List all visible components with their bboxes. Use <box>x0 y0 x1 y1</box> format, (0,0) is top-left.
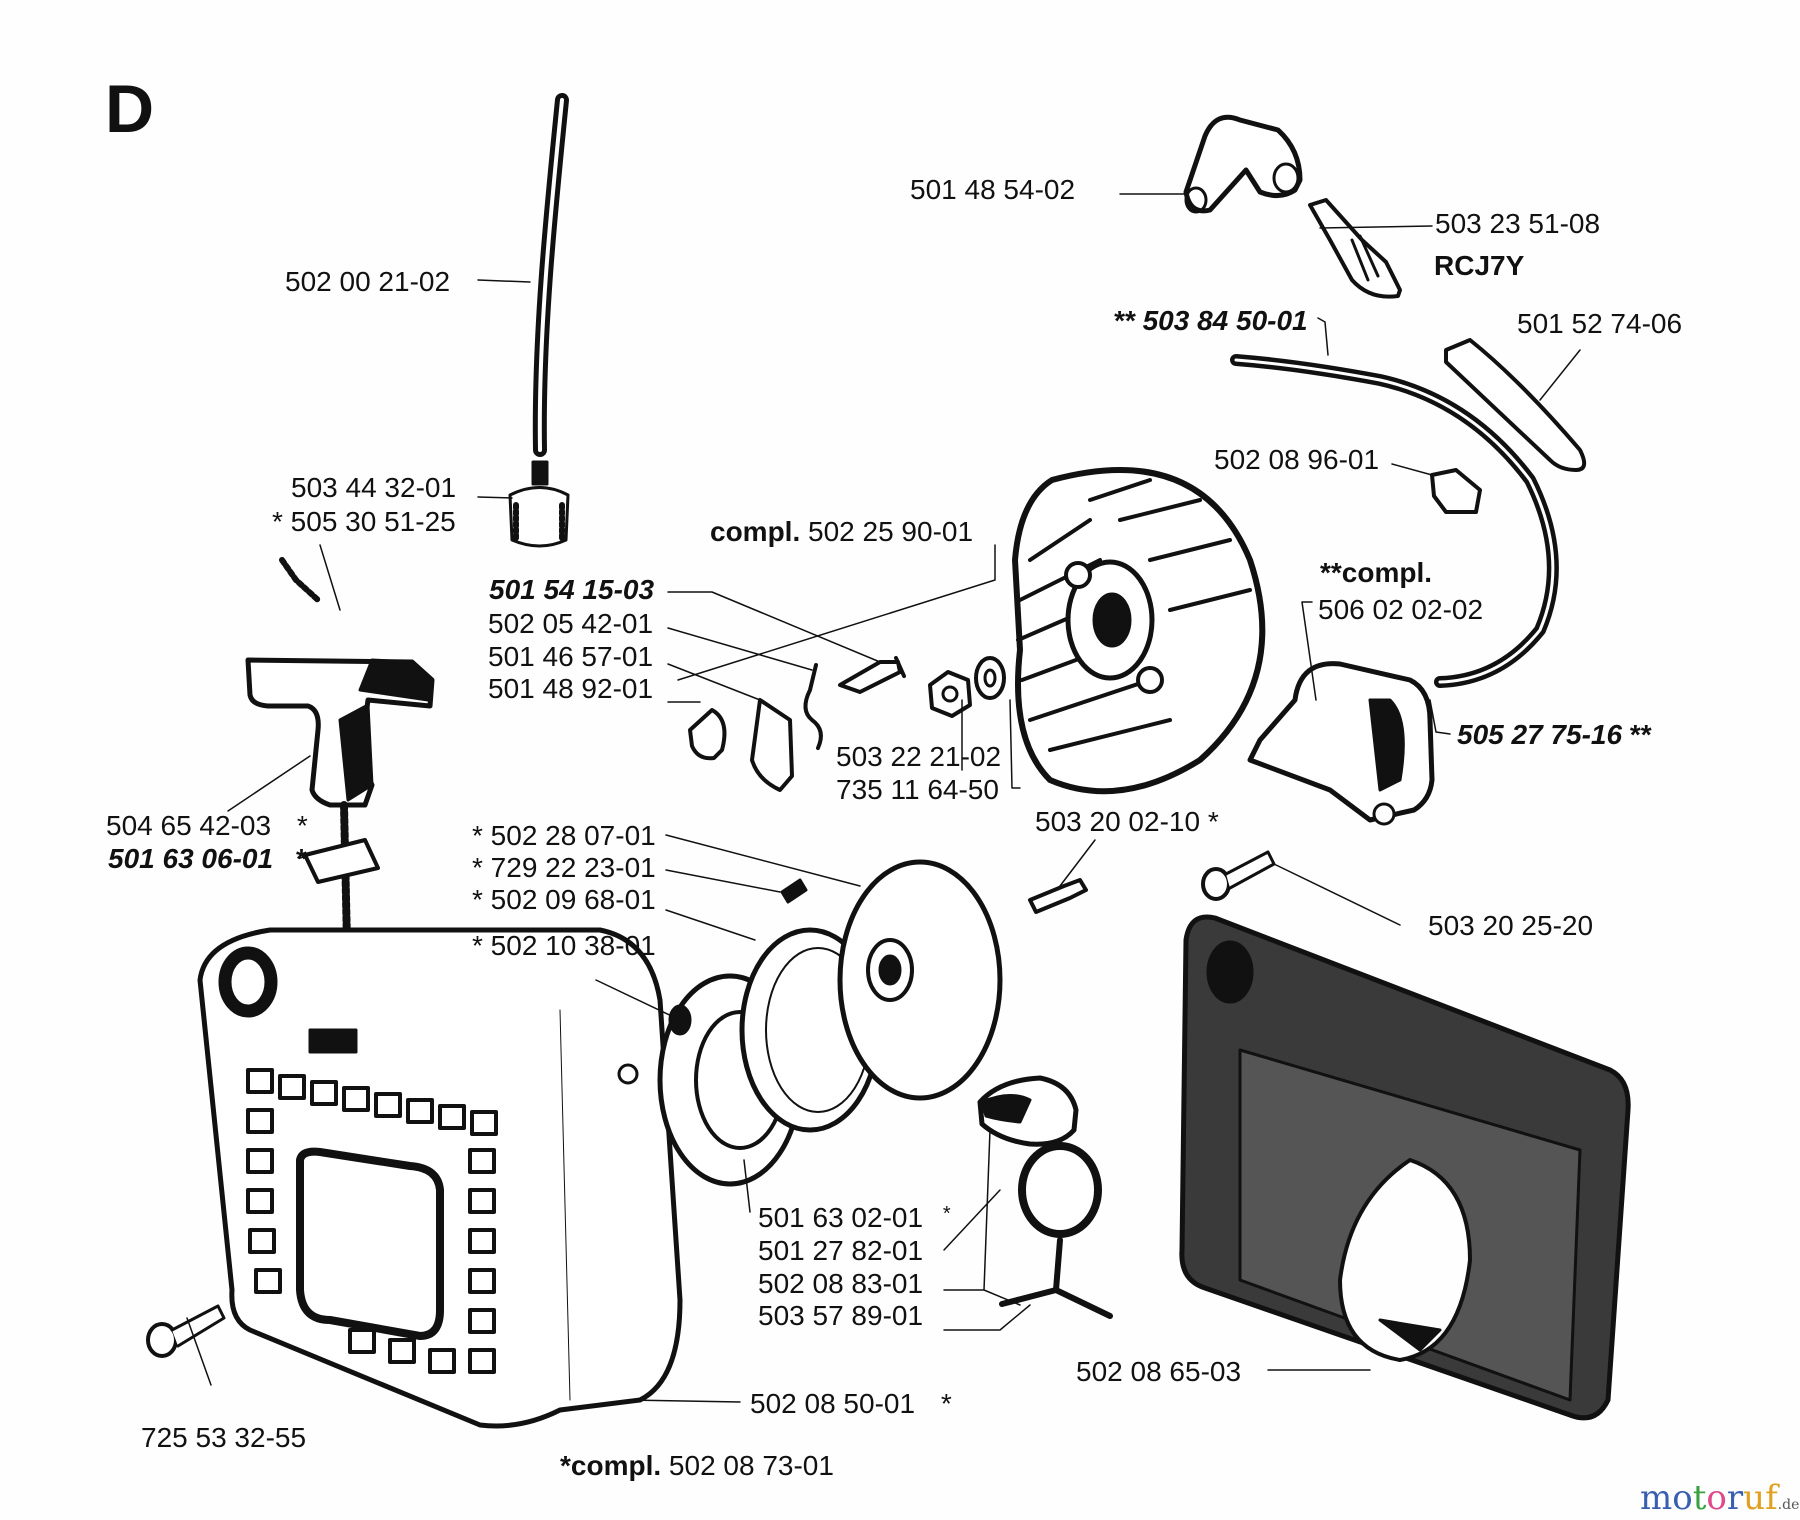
fuel-filter-drawing <box>508 460 570 548</box>
label-cylinder-cover: 502 08 65-03 <box>1076 1356 1242 1387</box>
spark-plug-drawing <box>1308 198 1402 299</box>
label-flywheel-compl: compl. 502 25 90-01 <box>710 518 973 546</box>
label-ht-lead: ** 503 84 50-01 <box>1113 305 1308 336</box>
label-spark-plug-type: RCJ7Y <box>1434 250 1525 281</box>
label-fuel-filter: 503 44 32-01 <box>291 472 457 503</box>
label-pawl-bolt: 501 54 15-03 <box>489 574 655 605</box>
pulley-screw-drawing <box>780 878 808 904</box>
label-spark-plug: 503 23 51-08 <box>1435 208 1601 239</box>
label-tank-cap: 502 08 83-01 <box>758 1268 924 1299</box>
plug-cap-drawing <box>1183 114 1303 214</box>
compl-number: 502 25 90-01 <box>808 516 974 547</box>
starter-housing-number: 502 08 50-01 <box>750 1388 916 1419</box>
label-washer: 735 11 64-50 <box>836 774 999 805</box>
ignition-cable-suffix: ** <box>1629 719 1652 750</box>
flywheel-drawing <box>1012 467 1266 795</box>
label-ignition-compl: **compl. <box>1320 557 1433 588</box>
label-rope: 501 63 02-01 * <box>758 1204 951 1232</box>
label-module-screw: 503 20 25-20 <box>1428 910 1594 941</box>
label-fuel-filter-alt: * 505 30 51-25 <box>272 506 456 537</box>
sleeve-drawing <box>1444 338 1587 472</box>
label-pulley-screw: * 729 22 23-01 <box>472 852 656 883</box>
watermark-logo: motoruf.de <box>1640 1478 1799 1518</box>
watermark-letter: o <box>1672 1478 1693 1518</box>
ignition-cable-number: 505 27 75-16 <box>1457 719 1623 750</box>
starter-pulley-drawing <box>837 859 1003 1101</box>
watermark-letter: u <box>1743 1478 1766 1518</box>
rope-guide-number: 501 63 06-01 <box>108 843 274 874</box>
label-pawl-spring: 502 05 42-01 <box>488 608 654 639</box>
watermark-letter: m <box>1640 1478 1673 1518</box>
handle-suffix: * <box>296 810 308 841</box>
label-pawl: 501 46 57-01 <box>488 641 654 672</box>
section-letter: D <box>105 71 155 147</box>
label-spring-2: * 502 10 38-01 <box>472 930 656 961</box>
screw-suffix: * <box>1207 806 1219 837</box>
starter-housing-suffix: * <box>940 1388 952 1419</box>
pawl-parts-drawing <box>688 656 906 792</box>
screw-number: 503 20 02-10 <box>1035 806 1201 837</box>
rope-suffix: * <box>942 1203 951 1225</box>
label-spring-1: * 502 09 68-01 <box>472 884 656 915</box>
screw-drawing <box>1028 878 1088 914</box>
label-plug-cap: 501 48 54-02 <box>910 174 1076 205</box>
rope-number: 501 63 02-01 <box>758 1202 924 1233</box>
label-starter-housing: 502 08 50-01 * <box>750 1390 952 1418</box>
module-screw-drawing <box>1201 850 1276 901</box>
starter-handle-drawing <box>245 557 435 994</box>
compl-prefix: compl. <box>710 516 801 547</box>
label-cap-ring: 501 27 82-01 <box>758 1235 924 1266</box>
fuel-hose-drawing <box>532 93 569 457</box>
label-nut: 503 22 21-02 <box>836 741 1002 772</box>
nut-washer-drawing <box>928 656 1006 718</box>
starter-screw-drawing <box>146 1304 226 1358</box>
rope-guide-suffix: * <box>294 843 306 874</box>
lead-clip-drawing <box>1430 468 1482 514</box>
starter-housing-drawing <box>197 927 683 1429</box>
watermark-letter: r <box>1726 1478 1744 1518</box>
label-fuel-hose: 502 00 21-02 <box>285 266 451 297</box>
watermark-domain: .de <box>1777 1497 1800 1513</box>
watermark-letter: t <box>1692 1478 1707 1518</box>
watermark-letter: o <box>1706 1478 1727 1518</box>
label-ignition-cable: 505 27 75-16 ** <box>1457 721 1652 749</box>
label-cap-strap: 503 57 89-01 <box>758 1300 924 1331</box>
ignition-module-drawing <box>1247 661 1435 826</box>
tank-cap-drawing <box>977 1075 1113 1319</box>
label-sleeve: 501 52 74-06 <box>1517 308 1683 339</box>
label-starter-compl: *compl. 502 08 73-01 <box>560 1452 834 1480</box>
leader-lines <box>186 193 1581 1403</box>
label-lead-clip: 502 08 96-01 <box>1214 444 1380 475</box>
label-screw: 503 20 02-10 * <box>1035 808 1219 836</box>
label-pulley: * 502 28 07-01 <box>472 820 656 851</box>
label-pawl-washer: 501 48 92-01 <box>488 673 654 704</box>
label-ignition-module: 506 02 02-02 <box>1318 594 1484 625</box>
watermark-letter: f <box>1765 1478 1778 1518</box>
label-handle: 504 65 42-03 * <box>106 812 308 840</box>
starter-compl-prefix: *compl. <box>560 1450 662 1481</box>
label-rope-guide: 501 63 06-01 * <box>108 845 306 873</box>
handle-number: 504 65 42-03 <box>106 810 272 841</box>
starter-compl-number: 502 08 73-01 <box>668 1450 834 1481</box>
cylinder-cover-drawing <box>1179 914 1631 1421</box>
label-starter-screw: 725 53 32-55 <box>141 1422 307 1453</box>
